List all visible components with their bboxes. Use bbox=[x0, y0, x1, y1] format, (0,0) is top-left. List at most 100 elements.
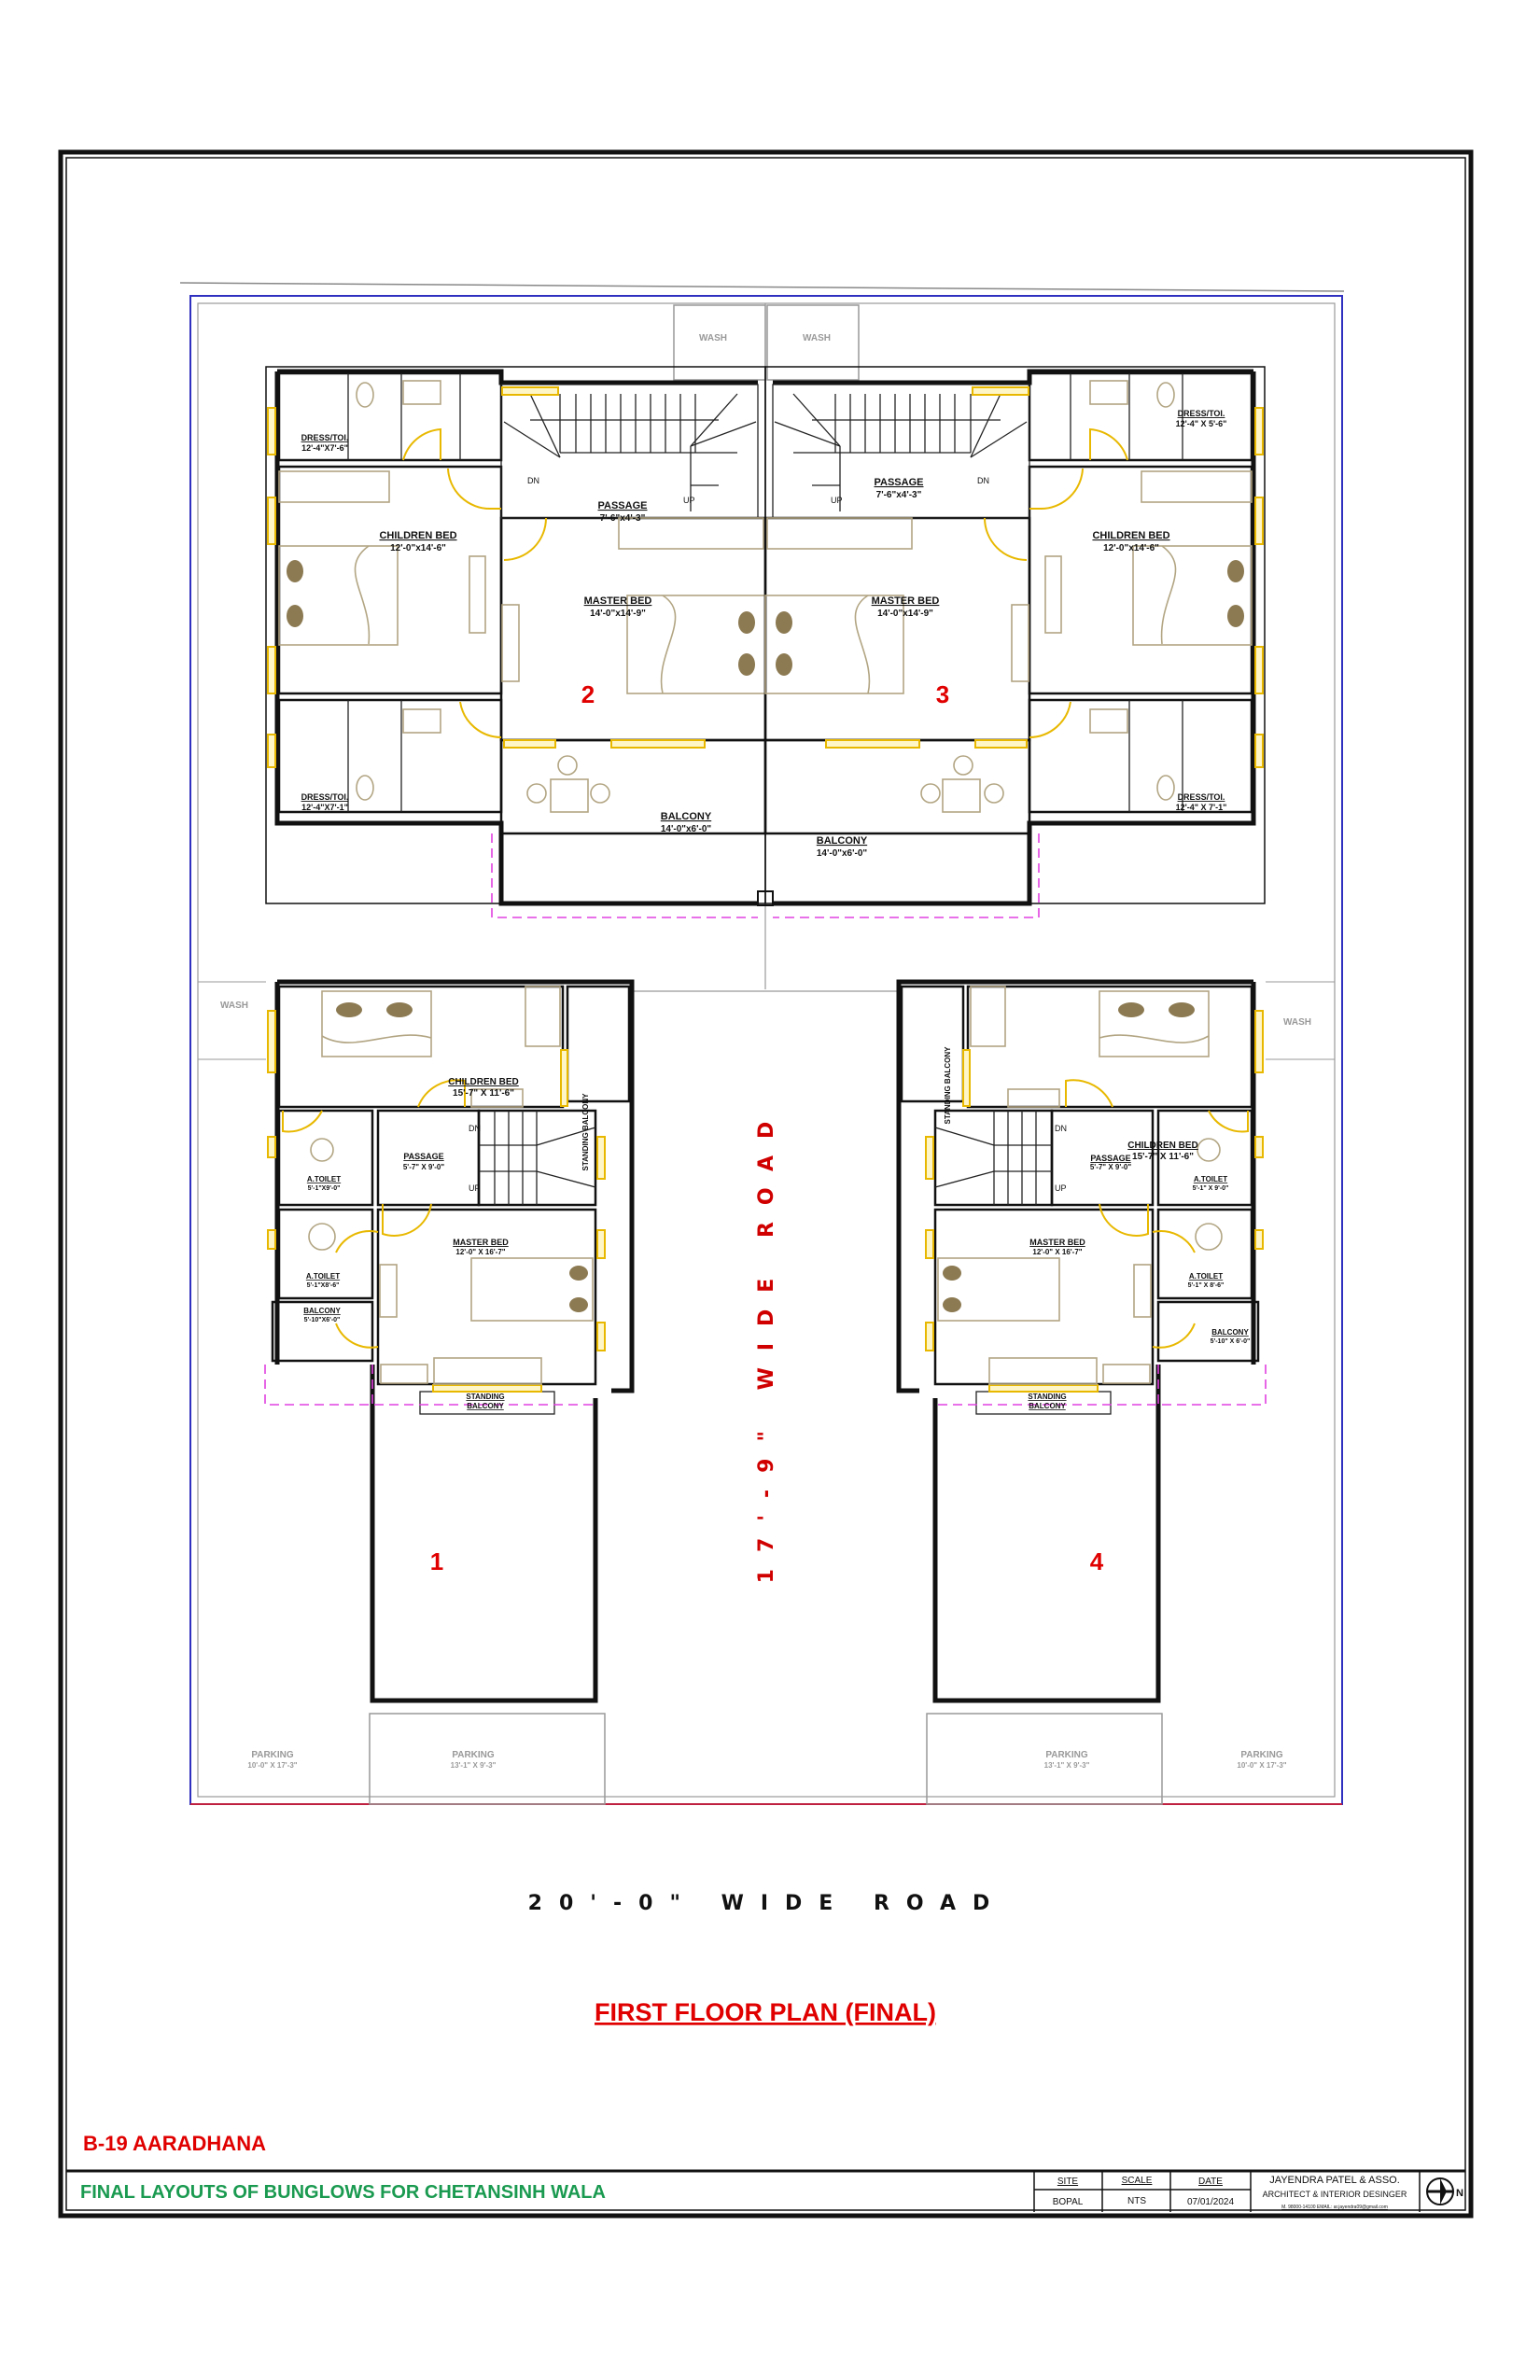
room-name: CHILDREN BED bbox=[1127, 1141, 1198, 1151]
room-name: BALCONY bbox=[467, 1402, 504, 1410]
room-name: A.TOILET bbox=[1194, 1175, 1227, 1183]
room-size: 14'-0"x6'-0" bbox=[817, 848, 868, 859]
room-size: 14'-0"x14'-9" bbox=[877, 609, 933, 619]
stair-dn-label: DN bbox=[1055, 1124, 1067, 1133]
room-size: 5'-1"X8'-6" bbox=[307, 1282, 340, 1289]
room-size: 12'-4"X7'-1" bbox=[301, 803, 348, 812]
firm-contact: M. 98000-14100 EMAIL: ar.jayendra09@gmai… bbox=[1281, 2205, 1388, 2210]
room-size: 5'-1" X 9'-0" bbox=[1193, 1185, 1229, 1192]
wash-label: WASH bbox=[803, 333, 831, 343]
drawing-title: FIRST FLOOR PLAN (FINAL) bbox=[595, 1998, 936, 2026]
wash-label: WASH bbox=[1283, 1017, 1311, 1028]
north-label: N bbox=[1456, 2188, 1463, 2199]
room-name: A.TOILET bbox=[1189, 1272, 1223, 1281]
room-name: DRESS/TOI. bbox=[301, 433, 349, 442]
room-name: CHILDREN BED bbox=[379, 530, 456, 541]
room-size: 15'-7" X 11'-6" bbox=[1132, 1152, 1194, 1162]
room-name: PASSAGE bbox=[598, 500, 648, 511]
unit-3-labels: DRESS/TOI. 12'-4" X 5'-6" CHILDREN BED 1… bbox=[817, 409, 1227, 859]
room-size: 12'-4" X 7'-1" bbox=[1176, 803, 1227, 812]
room-size: 7'-6"x4'-3" bbox=[600, 513, 646, 524]
room-size: 15'-7" X 11'-6" bbox=[453, 1088, 514, 1099]
firm-name: JAYENDRA PATEL & ASSO. bbox=[1269, 2175, 1400, 2186]
stair-up-label: UP bbox=[831, 496, 843, 505]
room-size: 13'-1" X 9'-3" bbox=[1044, 1761, 1090, 1770]
room-name: PARKING bbox=[452, 1750, 495, 1760]
date-label: DATE bbox=[1198, 2177, 1223, 2187]
room-name: DRESS/TOI. bbox=[1178, 792, 1225, 802]
room-name: MASTER BED bbox=[1029, 1238, 1085, 1247]
scale-value: NTS bbox=[1127, 2196, 1146, 2206]
room-size: 12'-0"x14'-6" bbox=[390, 543, 446, 553]
wash-label: WASH bbox=[699, 333, 727, 343]
unit-number: 1 bbox=[430, 1547, 443, 1575]
stair-dn-label: DN bbox=[527, 476, 539, 485]
stair-dn-label: DN bbox=[977, 476, 989, 485]
firm-role: ARCHITECT & INTERIOR DESINGER bbox=[1263, 2190, 1407, 2199]
room-name: A.TOILET bbox=[306, 1272, 340, 1281]
stair-up-label: UP bbox=[469, 1183, 481, 1193]
room-name: BALCONY bbox=[1211, 1328, 1249, 1337]
unit-1-labels: CHILDREN BED 15'-7" X 11'-6" STANDING BA… bbox=[247, 1077, 590, 1770]
room-name: PARKING bbox=[1240, 1750, 1283, 1760]
room-name: CHILDREN BED bbox=[1092, 530, 1169, 541]
room-name: DRESS/TOI. bbox=[1178, 409, 1225, 418]
unit-4-labels: CHILDREN BED 15'-7" X 11'-6" STANDING BA… bbox=[944, 1046, 1287, 1770]
room-name: MASTER BED bbox=[872, 595, 940, 607]
room-size: 5'-10"X6'-0" bbox=[304, 1317, 341, 1323]
center-road-label: 17'-9" WIDE ROAD bbox=[755, 1105, 778, 1584]
room-name: STANDING bbox=[1028, 1393, 1066, 1401]
room-name: MASTER BED bbox=[584, 595, 652, 607]
room-name: PARKING bbox=[1045, 1750, 1088, 1760]
site-label: SITE bbox=[1057, 2177, 1079, 2187]
project-name: B-19 AARADHANA bbox=[83, 2132, 266, 2155]
room-size: 12'-4" X 5'-6" bbox=[1176, 419, 1227, 428]
room-size: 13'-1" X 9'-3" bbox=[451, 1761, 497, 1770]
room-size: 5'-7" X 9'-0" bbox=[403, 1163, 445, 1171]
room-name: STANDING bbox=[466, 1393, 504, 1401]
room-name: BALCONY bbox=[817, 835, 868, 847]
room-name: PASSAGE bbox=[1090, 1154, 1130, 1163]
room-size: 7'-6"x4'-3" bbox=[876, 490, 922, 500]
room-size: 10'-0" X 17'-3" bbox=[1237, 1761, 1286, 1770]
sheet-border bbox=[58, 149, 1474, 2219]
room-size: 14'-0"x6'-0" bbox=[661, 824, 712, 834]
room-name: A.TOILET bbox=[307, 1175, 341, 1183]
room-name: BALCONY bbox=[1029, 1402, 1066, 1410]
unit-number: 4 bbox=[1090, 1547, 1104, 1575]
room-size: 5'-10" X 6'-0" bbox=[1211, 1338, 1251, 1345]
plot-boundary bbox=[179, 282, 1345, 1805]
unit-number: 3 bbox=[936, 680, 949, 708]
unit-1-plan bbox=[265, 982, 632, 1701]
room-size: 5'-7" X 9'-0" bbox=[1090, 1163, 1132, 1171]
site-value: BOPAL bbox=[1053, 2197, 1084, 2207]
wash-label: WASH bbox=[220, 1001, 248, 1011]
room-name: DRESS/TOI. bbox=[301, 792, 349, 802]
drawing-subtitle: FINAL LAYOUTS OF BUNGLOWS FOR CHETANSINH… bbox=[80, 2182, 606, 2203]
stair-up-label: UP bbox=[683, 496, 695, 505]
room-name: PASSAGE bbox=[875, 477, 924, 488]
room-name: PARKING bbox=[251, 1750, 294, 1760]
title-block: FINAL LAYOUTS OF BUNGLOWS FOR CHETANSINH… bbox=[66, 2169, 1465, 2212]
bottom-road-label: 20'-0" WIDE ROAD bbox=[528, 1892, 1007, 1915]
room-name: CHILDREN BED bbox=[448, 1077, 519, 1087]
scale-label: SCALE bbox=[1122, 2176, 1153, 2186]
room-name: MASTER BED bbox=[453, 1238, 509, 1247]
room-size: 10'-0" X 17'-3" bbox=[247, 1761, 297, 1770]
stair-dn-label: DN bbox=[469, 1124, 481, 1133]
room-size: 14'-0"x14'-9" bbox=[590, 609, 646, 619]
room-name: STANDING BALCONY bbox=[581, 1093, 590, 1171]
sheet-inner-border bbox=[65, 157, 1466, 2211]
room-size: 5'-1" X 8'-6" bbox=[1188, 1282, 1225, 1289]
room-name: BALCONY bbox=[303, 1307, 341, 1315]
unit-2-labels: DRESS/TOI. 12'-4"X7'-6" CHILDREN BED 12'… bbox=[301, 433, 712, 834]
room-size: 12'-0" X 16'-7" bbox=[1032, 1248, 1082, 1256]
room-size: 12'-4"X7'-6" bbox=[301, 443, 348, 453]
room-name: PASSAGE bbox=[403, 1152, 443, 1161]
stair-up-label: UP bbox=[1055, 1183, 1067, 1193]
room-size: 12'-0" X 16'-7" bbox=[455, 1248, 505, 1256]
unit-number: 2 bbox=[581, 680, 595, 708]
room-size: 12'-0"x14'-6" bbox=[1103, 543, 1159, 553]
north-arrow-icon bbox=[1426, 2177, 1454, 2205]
